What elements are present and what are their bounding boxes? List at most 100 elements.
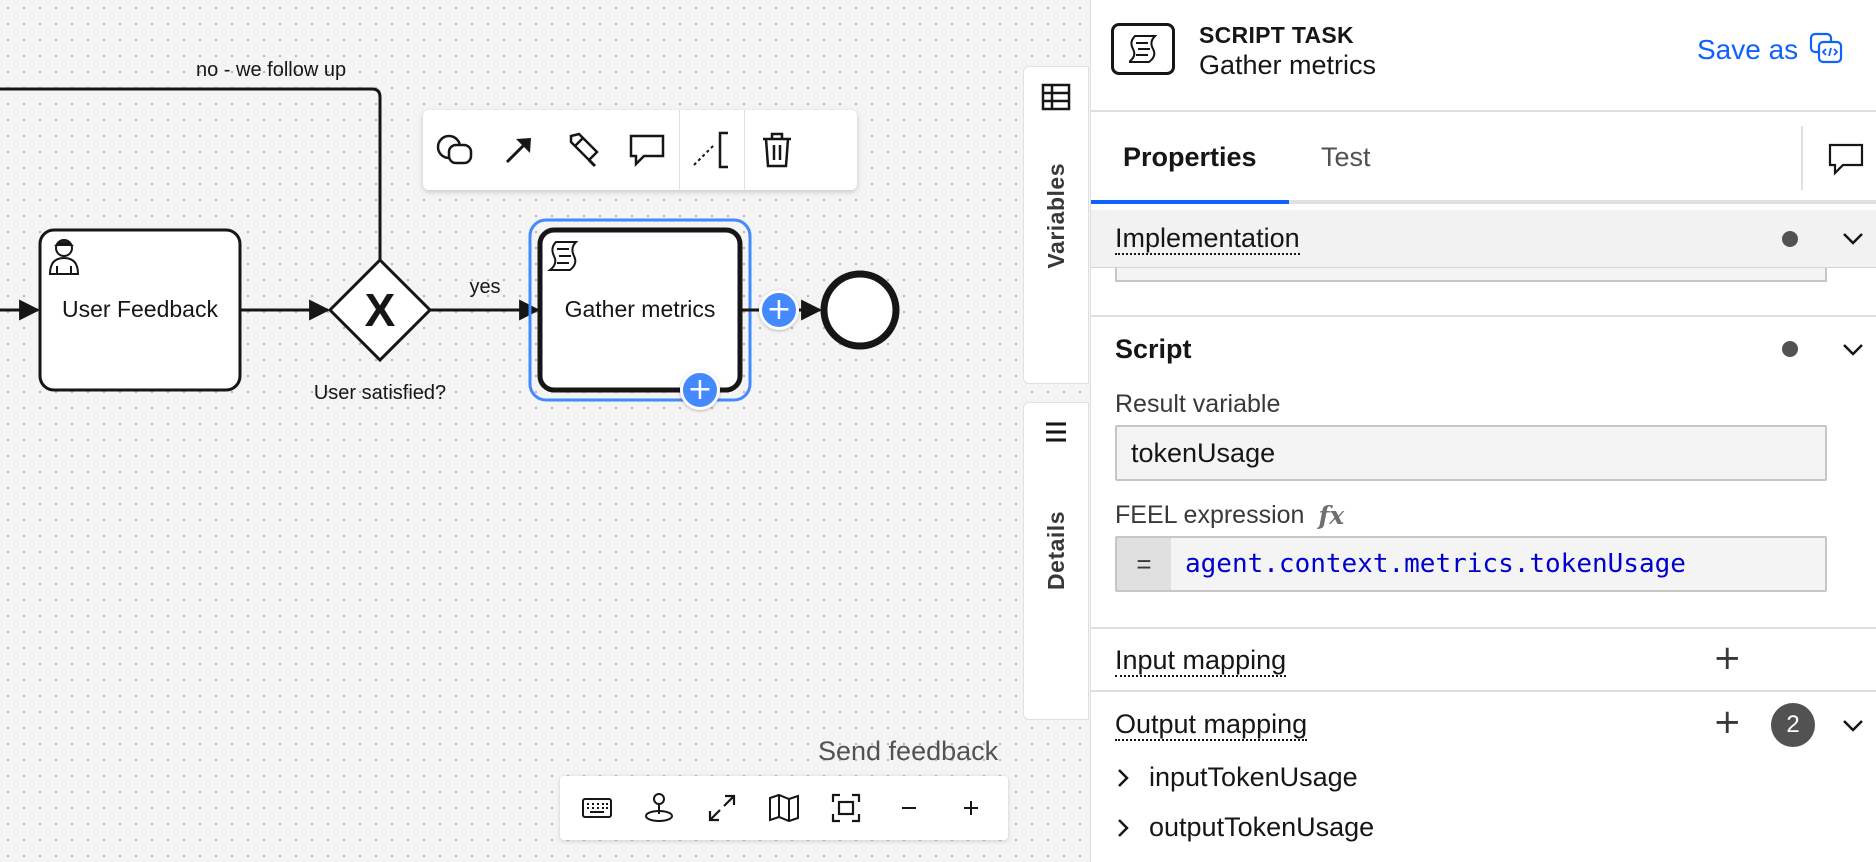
input-mapping-label: Input mapping xyxy=(1115,645,1287,677)
properties-panel: SCRIPT TASK Gather metrics Save as Prope… xyxy=(1090,0,1876,862)
chevron-down-icon[interactable] xyxy=(1841,339,1865,359)
pad-divider xyxy=(679,110,680,190)
group-divider xyxy=(1091,690,1876,692)
zoom-in-button[interactable] xyxy=(945,782,997,834)
gateway-x-icon: X xyxy=(365,284,396,336)
comment-icon xyxy=(629,134,665,167)
implementation-status-dot xyxy=(1782,231,1798,247)
output-mapping-count-badge: 2 xyxy=(1771,703,1815,747)
group-divider xyxy=(1091,315,1876,317)
tab-test[interactable]: Test xyxy=(1321,142,1371,172)
result-variable-label: Result variable xyxy=(1115,390,1281,418)
send-feedback-link[interactable]: Send feedback xyxy=(818,736,999,766)
delete-button[interactable] xyxy=(745,110,809,190)
color-button[interactable] xyxy=(551,110,615,190)
text-annotation-button[interactable] xyxy=(680,110,744,190)
script-task-icon xyxy=(1111,23,1175,75)
paintbrush-icon xyxy=(569,132,599,168)
chevron-right-icon xyxy=(1118,768,1129,787)
diagram-canvas[interactable]: no - we follow up User Feedback X User s… xyxy=(0,0,1090,862)
pad-divider xyxy=(744,110,745,190)
chevron-right-icon xyxy=(1118,818,1129,837)
canvas-toolbar xyxy=(560,776,1008,840)
output-mapping-item[interactable]: inputTokenUsage xyxy=(1115,762,1358,793)
element-name: Gather metrics xyxy=(1199,50,1377,80)
add-output-mapping-button[interactable]: + xyxy=(1713,702,1742,742)
minimap-button[interactable] xyxy=(758,782,810,834)
group-divider xyxy=(1091,627,1876,629)
script-group: Script Result variable tokenUsage FEEL e… xyxy=(1091,322,1876,592)
fit-screen-icon xyxy=(832,793,861,823)
chevron-down-icon[interactable] xyxy=(1841,715,1865,735)
plus-icon xyxy=(963,801,978,815)
focus-start-button[interactable] xyxy=(633,782,685,834)
bpmn-diagram[interactable]: no - we follow up User Feedback X User s… xyxy=(0,0,1090,862)
save-as-link[interactable]: Save as xyxy=(1697,34,1799,65)
joystick-icon xyxy=(645,793,674,822)
feel-expression-label: FEEL expression xyxy=(1115,501,1305,529)
annotation-button[interactable] xyxy=(615,110,679,190)
trash-icon xyxy=(763,132,791,168)
annotation-bracket-icon xyxy=(693,131,728,169)
implementation-label: Implementation xyxy=(1115,223,1300,255)
append-plus-button[interactable]: + xyxy=(759,290,799,330)
output-mapping-item-label: inputTokenUsage xyxy=(1149,762,1358,792)
fx-icon: fx xyxy=(1318,501,1345,530)
output-mapping-item-label: outputTokenUsage xyxy=(1149,812,1375,842)
details-tab-label: Details xyxy=(1042,511,1069,590)
variables-tab-label: Variables xyxy=(1042,163,1069,269)
menu-lines-icon xyxy=(1036,413,1076,453)
element-type-label: SCRIPT TASK xyxy=(1199,22,1354,48)
task-label-gather-metrics: Gather metrics xyxy=(565,296,716,322)
feel-equals-prefix: = xyxy=(1117,538,1171,590)
connect-button[interactable] xyxy=(487,110,551,190)
output-mapping-group-header[interactable]: Output mapping + 2 xyxy=(1091,698,1876,752)
end-event[interactable] xyxy=(820,270,900,350)
append-below-plus-button[interactable]: + xyxy=(680,370,720,410)
implementation-field[interactable] xyxy=(1115,268,1827,282)
tabs-divider xyxy=(1801,126,1803,190)
change-type-button[interactable] xyxy=(423,110,487,190)
gateway-label: User satisfied? xyxy=(314,382,446,404)
fullscreen-button[interactable] xyxy=(696,782,748,834)
tab-properties[interactable]: Properties xyxy=(1123,142,1257,172)
result-variable-input[interactable]: tokenUsage xyxy=(1115,425,1827,481)
task-label-user-feedback: User Feedback xyxy=(62,296,218,322)
script-icon xyxy=(547,241,579,271)
comments-button[interactable] xyxy=(1827,142,1865,181)
output-mapping-group: Output mapping + 2 inputTokenUsage outpu… xyxy=(1091,698,1876,842)
expand-icon xyxy=(708,794,735,822)
details-side-tab[interactable]: Details xyxy=(1023,402,1089,720)
keyboard-shortcuts-button[interactable] xyxy=(571,782,623,834)
script-group-label: Script xyxy=(1115,333,1192,364)
active-tab-indicator xyxy=(1091,200,1289,204)
template-code-icon[interactable] xyxy=(1809,32,1843,69)
implementation-group-header[interactable]: Implementation xyxy=(1091,210,1876,268)
sequence-flow-follow-up[interactable] xyxy=(0,87,382,262)
zoom-out-button[interactable] xyxy=(883,782,935,834)
feel-expression-input[interactable]: = agent.context.metrics.tokenUsage xyxy=(1115,536,1827,592)
add-input-mapping-button[interactable]: + xyxy=(1713,638,1742,678)
flow-label-follow-up: no - we follow up xyxy=(196,59,346,81)
change-type-icon xyxy=(436,134,473,165)
user-icon xyxy=(48,239,80,275)
script-group-header[interactable]: Script xyxy=(1091,322,1876,376)
panel-header: SCRIPT TASK Gather metrics Save as xyxy=(1091,0,1876,112)
context-pad xyxy=(423,110,857,190)
exclusive-gateway[interactable] xyxy=(327,257,433,363)
fit-viewport-button[interactable] xyxy=(820,782,872,834)
flow-label-yes: yes xyxy=(469,276,500,298)
map-icon xyxy=(768,793,799,823)
output-mapping-item[interactable]: outputTokenUsage xyxy=(1115,812,1374,843)
panel-tabs: Properties Test xyxy=(1091,112,1876,204)
feel-expression-value[interactable]: agent.context.metrics.tokenUsage xyxy=(1185,549,1686,579)
arrow-icon xyxy=(505,138,531,164)
input-mapping-group-header[interactable]: Input mapping + xyxy=(1091,634,1876,688)
minus-icon xyxy=(901,807,916,809)
comment-icon xyxy=(1828,143,1864,176)
variables-side-tab[interactable]: Variables xyxy=(1023,66,1089,384)
table-icon xyxy=(1036,77,1076,117)
script-status-dot xyxy=(1782,341,1798,357)
chevron-down-icon[interactable] xyxy=(1841,228,1865,248)
keyboard-icon xyxy=(582,798,613,818)
